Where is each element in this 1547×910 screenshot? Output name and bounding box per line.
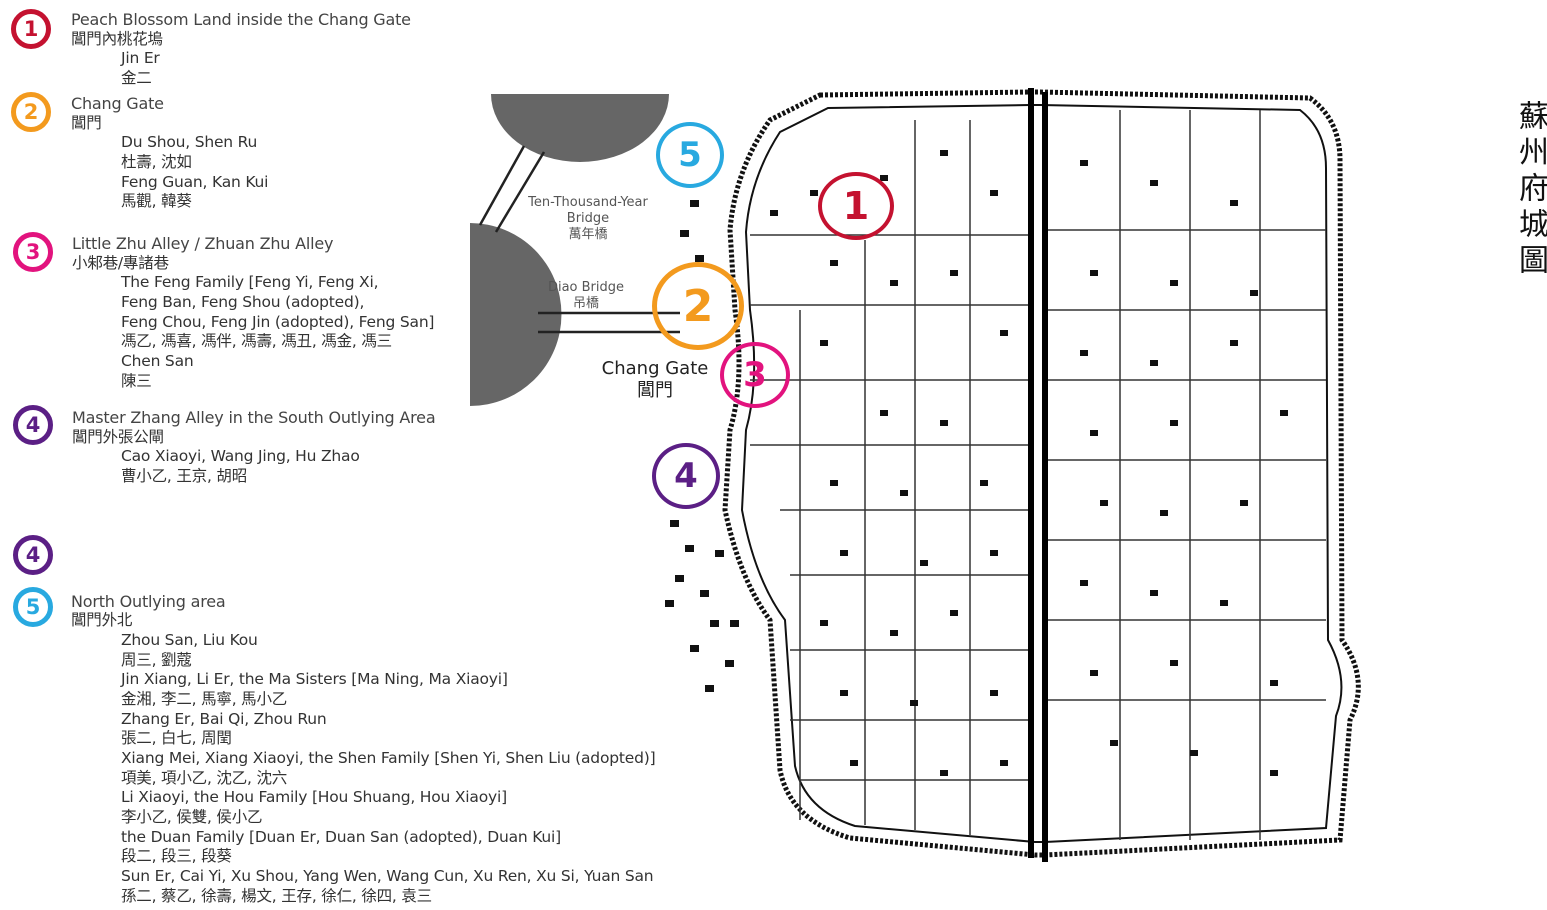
legend-title-zh: 小邾巷/專諸巷 [72, 254, 169, 272]
map-title-vertical: 蘇州府城圖 [1513, 100, 1547, 280]
suzhou-city-map [665, 88, 1361, 862]
legend-title-zh: 閶門內桃花塢 [71, 30, 163, 48]
legend-person-line: 金二 [121, 69, 152, 87]
legend-person-line: Cao Xiaoyi, Wang Jing, Hu Zhao [121, 447, 360, 465]
legend-person-line: Feng Chou, Feng Jin (adopted), Feng San] [121, 313, 435, 331]
legend-person-line: Zhang Er, Bai Qi, Zhou Run [121, 710, 327, 728]
legend-person-line: 張二, 白七, 周閏 [121, 729, 232, 747]
ten-thousand-year-bridge-line [494, 151, 546, 233]
city-wall-inner [740, 104, 1343, 843]
bridge-zh: 吊橋 [572, 296, 599, 311]
legend-panel: 1 Peach Blossom Land inside the Chang Ga… [0, 0, 660, 910]
legend-person-line: 曹小乙, 王京, 胡昭 [121, 467, 248, 485]
legend-person-line: 陳三 [121, 372, 152, 390]
street-grid [750, 110, 1326, 840]
legend-person-line: Jin Er [121, 49, 160, 67]
legend-title: Master Zhang Alley in the South Outlying… [72, 408, 436, 427]
legend-badge-4-standalone: 4 [13, 535, 53, 575]
legend-title-zh: 閶門外北 [71, 611, 133, 629]
legend-title-zh: 閶門 [71, 114, 102, 132]
map-marker-2[interactable]: 2 [652, 262, 744, 350]
legend-person-line: Feng Ban, Feng Shou (adopted), [121, 293, 365, 311]
legend-person-line: 馬觀, 韓葵 [121, 192, 192, 210]
map-marker-3[interactable]: 3 [720, 342, 790, 408]
legend-person-line: Li Xiaoyi, the Hou Family [Hou Shuang, H… [121, 788, 507, 806]
map-marker-5[interactable]: 5 [656, 122, 724, 188]
legend-person-line: 杜壽, 沈如 [121, 153, 192, 171]
ten-thousand-year-bridge-label: Ten-Thousand-Year Bridge 萬年橋 [526, 195, 650, 243]
legend-person-line: 金湘, 李二, 馬寧, 馬小乙 [121, 690, 288, 708]
legend-person-line: Zhou San, Liu Kou [121, 631, 258, 649]
legend-title: Chang Gate [71, 94, 164, 113]
legend-person-line: Sun Er, Cai Yi, Xu Shou, Yang Wen, Wang … [121, 867, 654, 885]
legend-person-line: the Duan Family [Duan Er, Duan San (adop… [121, 828, 561, 846]
gate-zh: 閶門 [637, 380, 673, 401]
legend-person-line: 孫二, 蔡乙, 徐壽, 楊文, 王存, 徐仁, 徐四, 袁三 [121, 887, 432, 905]
legend-title: Little Zhu Alley / Zhuan Zhu Alley [72, 234, 334, 253]
legend-person-line: Feng Guan, Kan Kui [121, 173, 269, 191]
legend-person-line: Chen San [121, 352, 194, 370]
gate-en: Chang Gate [601, 358, 709, 379]
legend-person-line: 周三, 劉蔻 [121, 651, 192, 669]
legend-person-line: 項美, 項小乙, 沈乙, 沈六 [121, 769, 288, 787]
map-marker-4[interactable]: 4 [652, 443, 720, 509]
bridge-diagram [470, 94, 680, 406]
building-glyphs [770, 150, 1288, 776]
legend-person-line: Du Shou, Shen Ru [121, 133, 258, 151]
diao-bridge-label: Diao Bridge 吊橋 [540, 280, 632, 312]
bridge-en: Diao Bridge [547, 280, 625, 295]
legend-badge-5: 5 [13, 587, 53, 627]
legend-badge-3: 3 [13, 232, 53, 272]
legend-title: North Outlying area [71, 592, 226, 611]
map-fold-divider [1028, 88, 1034, 858]
legend-title-zh: 閶門外張公閘 [72, 428, 164, 446]
south-bank-shape [470, 223, 562, 406]
legend-person-line: Jin Xiang, Li Er, the Ma Sisters [Ma Nin… [121, 670, 508, 688]
chang-gate-label: Chang Gate 閶門 [598, 358, 712, 402]
outlying-houses [665, 200, 739, 692]
city-wall-outer [722, 89, 1361, 858]
map-marker-1[interactable]: 1 [818, 172, 894, 240]
bridge-en: Bridge [566, 211, 610, 226]
legend-person-line: The Feng Family [Feng Yi, Feng Xi, [121, 273, 379, 291]
legend-badge-4: 4 [13, 405, 53, 445]
bridge-zh: 萬年橋 [568, 227, 608, 242]
bridge-en: Ten-Thousand-Year [528, 195, 648, 210]
map-fold-divider [1042, 92, 1048, 862]
legend-person-line: 馮乙, 馮喜, 馮伴, 馮壽, 馮丑, 馮金, 馮三 [121, 332, 392, 350]
legend-title: Peach Blossom Land inside the Chang Gate [71, 10, 411, 29]
legend-badge-2: 2 [11, 92, 51, 132]
north-bank-shape [491, 94, 669, 162]
legend-person-line: Xiang Mei, Xiang Xiaoyi, the Shen Family… [121, 749, 656, 767]
legend-badge-1: 1 [11, 9, 51, 49]
legend-person-line: 段二, 段三, 段葵 [121, 847, 232, 865]
ten-thousand-year-bridge-line [478, 145, 526, 226]
legend-person-line: 李小乙, 侯雙, 侯小乙 [121, 808, 263, 826]
